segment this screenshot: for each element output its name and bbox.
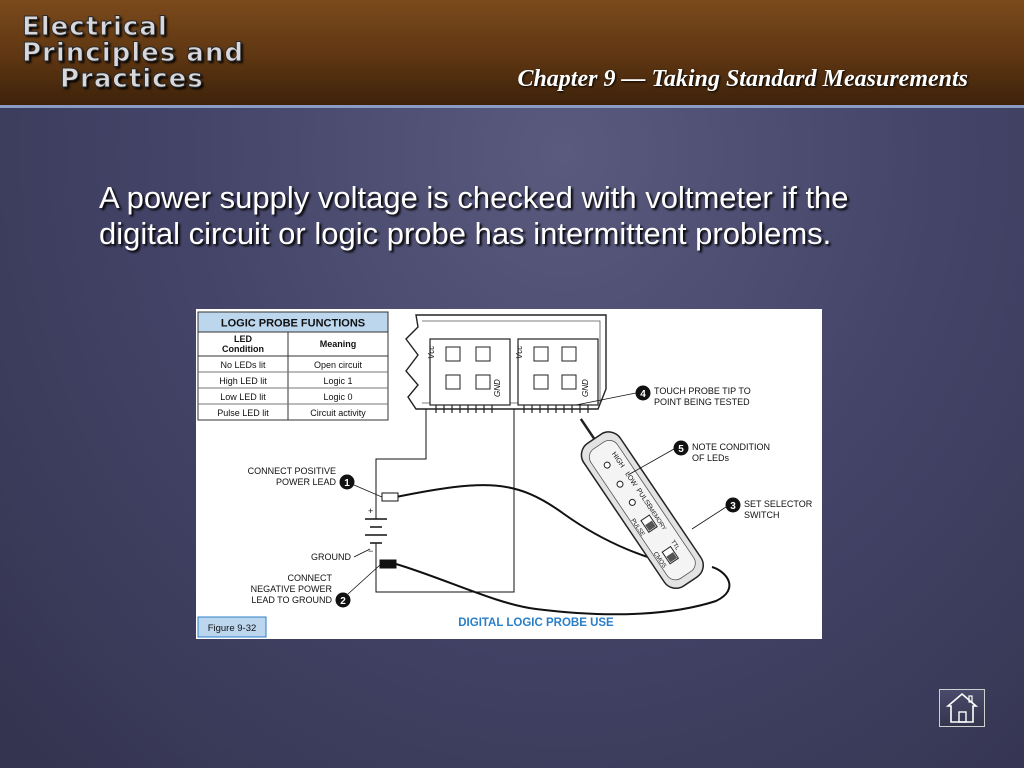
callout-step-3: 3 SET SELECTOR SWITCH — [691, 497, 813, 530]
chip-1-vcc: Vcc — [427, 346, 436, 359]
chapter-title: Chapter 9 — Taking Standard Measurements — [517, 66, 968, 92]
home-icon — [945, 692, 979, 723]
battery-minus: − — [368, 546, 373, 556]
step-2-badge: 2 — [340, 596, 346, 607]
table-cell: Circuit activity — [310, 408, 366, 418]
circuit-board: Vcc GND Vcc GND — [405, 314, 607, 413]
header-divider — [0, 105, 1024, 108]
logo-line-1: Electrical — [22, 12, 168, 42]
step-5-badge: 5 — [678, 444, 684, 455]
battery-plus: + — [368, 506, 373, 516]
callout-step-4: 4 TOUCH PROBE TIP TO POINT BEING TESTED — [575, 385, 751, 407]
table-col-meaning: Meaning — [320, 339, 357, 349]
step-2-line-3: LEAD TO GROUND — [251, 595, 332, 605]
table-cell: High LED lit — [219, 376, 267, 386]
figure-digital-logic-probe: LOGIC PROBE FUNCTIONS LED Condition Mean… — [196, 309, 822, 639]
figure-number: Figure 9-32 — [208, 623, 257, 634]
table-cell: Logic 0 — [323, 392, 352, 402]
callout-step-5: 5 NOTE CONDITION OF LEDs — [627, 440, 770, 476]
step-4-line-1: TOUCH PROBE TIP TO — [654, 386, 751, 396]
probe-ttl: TTL — [669, 539, 680, 552]
chip-2-vcc: Vcc — [515, 346, 524, 359]
step-2-line-2: NEGATIVE POWER — [251, 584, 333, 594]
table-cell: No LEDs lit — [220, 360, 266, 370]
title-banner: Electrical Principles and Practices Chap… — [0, 0, 1024, 105]
logo-line-2: Principles and — [22, 38, 244, 68]
table-cell: Pulse LED lit — [217, 408, 269, 418]
ground-label: GROUND — [311, 548, 371, 562]
logo: Electrical Principles and Practices — [22, 12, 244, 94]
step-1-line-2: POWER LEAD — [276, 477, 337, 487]
logo-line-3: Practices — [60, 64, 204, 94]
negative-clip — [379, 559, 397, 569]
figure-caption: DIGITAL LOGIC PROBE USE — [458, 617, 614, 629]
step-5-line-2: OF LEDs — [692, 453, 730, 463]
chip-1-gnd: GND — [493, 379, 502, 397]
table-col-led-1: LED — [234, 334, 253, 344]
step-5-line-1: NOTE CONDITION — [692, 442, 770, 452]
slide-body-text: A power supply voltage is checked with v… — [99, 180, 849, 251]
callout-step-2: CONNECT NEGATIVE POWER LEAD TO GROUND 2 — [251, 564, 381, 608]
table-cell: Low LED lit — [220, 392, 266, 402]
callout-step-1: CONNECT POSITIVE POWER LEAD 1 — [248, 466, 383, 498]
table-col-led-2: Condition — [222, 344, 264, 354]
table-title: LOGIC PROBE FUNCTIONS — [221, 318, 365, 330]
step-4-line-2: POINT BEING TESTED — [654, 397, 750, 407]
step-1-line-1: CONNECT POSITIVE — [248, 466, 336, 476]
table-cell: Open circuit — [314, 360, 363, 370]
positive-clip — [381, 492, 399, 502]
step-2-line-1: CONNECT — [288, 573, 333, 583]
step-3-badge: 3 — [730, 501, 736, 512]
ground-text: GROUND — [311, 552, 351, 562]
step-1-badge: 1 — [344, 478, 350, 489]
logic-probe: HIGH LOW PULSE MEMORY PULSE TTL CMOS — [579, 418, 704, 590]
figure-number-box — [197, 616, 267, 638]
step-4-badge: 4 — [640, 389, 646, 400]
step-3-line-2: SWITCH — [744, 510, 780, 520]
home-button[interactable] — [939, 689, 985, 727]
step-3-line-1: SET SELECTOR — [744, 499, 813, 509]
table-cell: Logic 1 — [323, 376, 352, 386]
logic-probe-table: LOGIC PROBE FUNCTIONS LED Condition Mean… — [197, 311, 389, 421]
chip-2-gnd: GND — [581, 379, 590, 397]
